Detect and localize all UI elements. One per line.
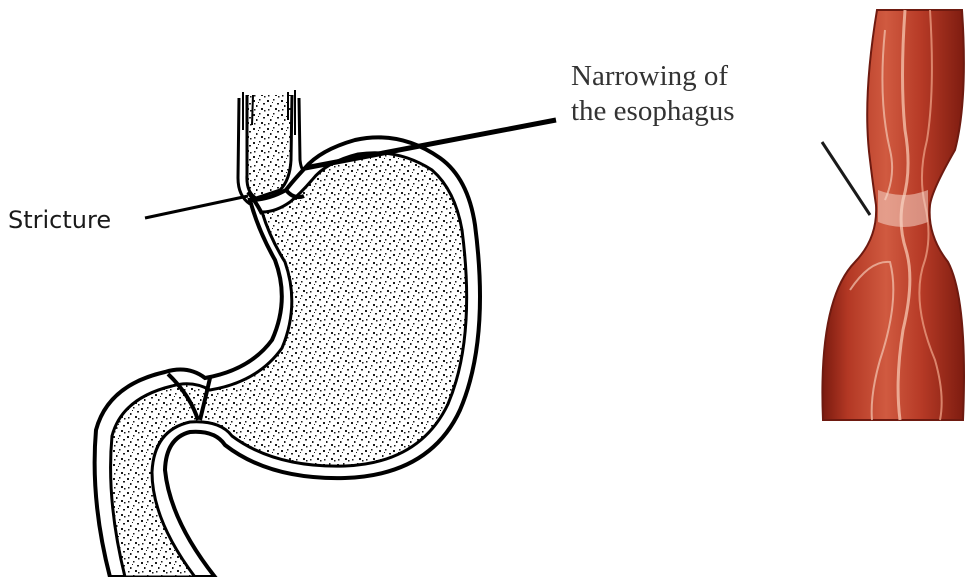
esophagus-narrowing-band [878, 190, 928, 227]
esophagus-illustration [822, 10, 964, 420]
stricture-leader-line [145, 196, 248, 218]
narrowing-label-line2: the esophagus [571, 95, 735, 127]
stomach-drawing [95, 90, 480, 577]
stricture-label: Stricture [8, 206, 111, 234]
narrowing-leader-line-right [822, 142, 870, 215]
narrowing-label-line1: Narrowing of [571, 60, 728, 92]
